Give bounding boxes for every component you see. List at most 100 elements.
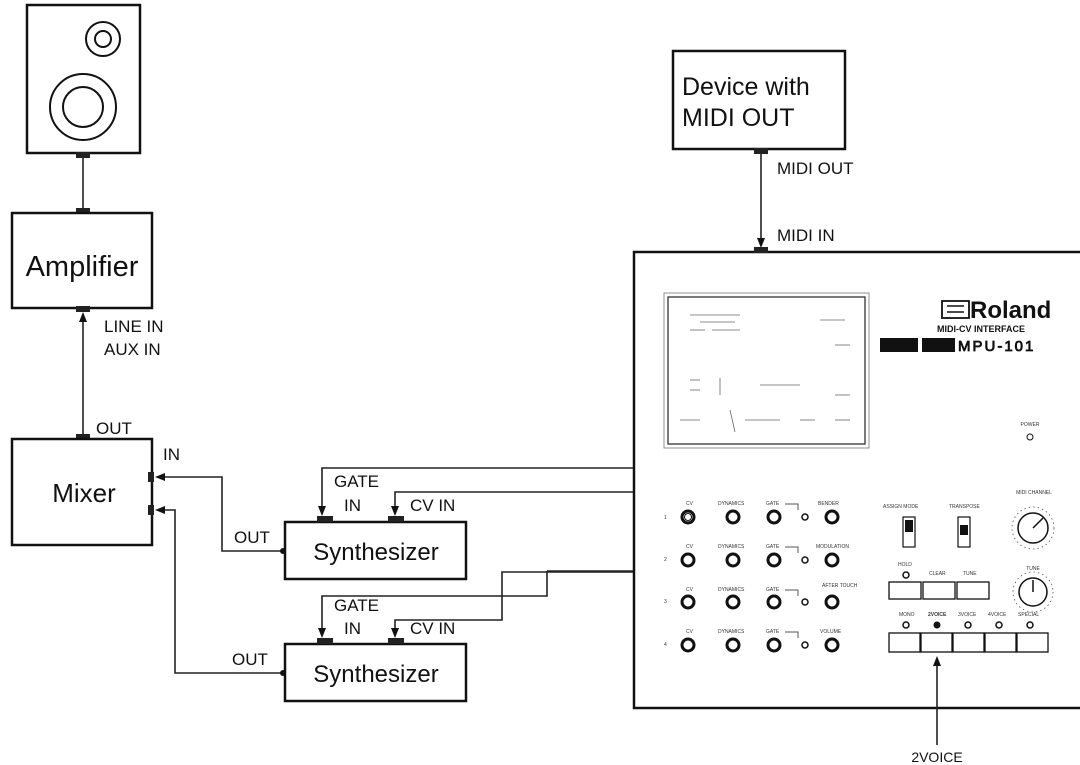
panel-midi-in-jack: [754, 247, 768, 253]
voice-mode-label: MONO: [899, 612, 915, 618]
synth2-out-jack: [280, 670, 286, 676]
synth2-label: Synthesizer: [313, 661, 438, 688]
gate-label: GATE: [766, 587, 780, 593]
after-touch-label: AFTER TOUCH: [822, 583, 858, 589]
gate-label: GATE: [766, 544, 780, 550]
mixer-label: Mixer: [52, 478, 116, 508]
midi-device: Device with MIDI OUT: [671, 49, 847, 154]
gate-jack-1[interactable]: [766, 509, 782, 525]
assign-mode-label: ASSIGN MODE: [883, 504, 919, 510]
after-touch-jack[interactable]: [824, 594, 840, 610]
mixer-in-label: IN: [163, 445, 180, 464]
woofer-inner-icon: [62, 86, 104, 128]
mixer-in1-arrow-icon: [155, 473, 165, 481]
line-in-arrow-icon: [79, 312, 87, 322]
3voice-led: [964, 621, 972, 629]
bender-jack[interactable]: [824, 509, 840, 525]
power-label: POWER: [1021, 422, 1040, 428]
model-bar-2: [922, 338, 955, 352]
midi-device-label-line2: MIDI OUT: [682, 104, 795, 132]
synth2-gate-in-label: IN: [344, 619, 361, 638]
volume-jack[interactable]: [824, 637, 840, 653]
synthesizer-2: Synthesizer OUT GATE IN CV IN: [232, 596, 468, 703]
synth2-cv-in-label: CV IN: [410, 619, 455, 638]
mono-led: [902, 621, 910, 629]
mixer-out-label: OUT: [96, 419, 132, 438]
modulation-jack[interactable]: [824, 552, 840, 568]
gate-led-3: [801, 598, 809, 606]
mono-button[interactable]: [888, 632, 921, 653]
synth2-cv-arrow-icon: [391, 628, 399, 638]
synth1-label: Synthesizer: [313, 539, 438, 566]
midi-device-box: [671, 49, 847, 151]
cv-jack-3[interactable]: [680, 594, 696, 610]
dynamics-jack-1[interactable]: [725, 509, 741, 525]
synth1-gate-arrow-icon: [318, 506, 326, 516]
gate-jack-4[interactable]: [766, 637, 782, 653]
tune-button[interactable]: [956, 581, 990, 600]
synth2-box: [283, 642, 468, 703]
tune-label: TUNE: [1026, 566, 1040, 572]
tweeter-outer-icon: [85, 21, 121, 57]
2voice-button[interactable]: [920, 632, 953, 653]
dynamics-label: DYNAMICS: [718, 501, 745, 507]
synth1-cv-arrow-icon: [391, 506, 399, 516]
hold-button[interactable]: [888, 581, 922, 600]
voice-mode-label: 4VOICE: [988, 612, 1007, 618]
4voice-button[interactable]: [984, 632, 1017, 653]
clear-button[interactable]: [922, 581, 956, 600]
row-number: 4: [664, 642, 667, 648]
synth1-audio-cable: [158, 476, 283, 552]
model-label: MPU-101: [958, 338, 1035, 355]
block-diagram-frame: [663, 292, 870, 449]
gate-jack-3[interactable]: [766, 594, 782, 610]
synth2-gate-cable: [321, 571, 548, 634]
cv-jack-1-plug: [684, 513, 692, 521]
gate-label: GATE: [766, 629, 780, 635]
synth1-cv-jack: [388, 516, 404, 522]
voice-callout-label: 2VOICE: [911, 749, 962, 765]
clear-label: CLEAR: [929, 571, 946, 577]
hold-led: [902, 571, 910, 579]
dynamics-jack-4[interactable]: [725, 637, 741, 653]
midi-arrow-icon: [757, 238, 765, 248]
aux-in-label: AUX IN: [104, 340, 161, 359]
brand-label: Roland: [970, 297, 1051, 324]
dynamics-jack-2[interactable]: [725, 552, 741, 568]
midi-out-label: MIDI OUT: [777, 159, 854, 178]
line-in-label: LINE IN: [104, 317, 164, 336]
cv-jack-2[interactable]: [680, 552, 696, 568]
gate-led-4: [801, 641, 809, 649]
panel-subtitle: MIDI-CV INTERFACE: [937, 324, 1025, 334]
synth2-out-label: OUT: [232, 650, 268, 669]
synth2-gate-arrow-icon: [318, 628, 326, 638]
voice-callout-arrow-icon: [933, 656, 941, 666]
amplifier: Amplifier: [10, 208, 154, 312]
cv-jack-1[interactable]: [680, 509, 696, 525]
power-led: [1026, 433, 1034, 441]
amp-speaker-jack: [76, 208, 90, 214]
gate-jack-2[interactable]: [766, 552, 782, 568]
tweeter-inner-icon: [94, 30, 112, 48]
mixer-in2-jack: [148, 505, 154, 515]
roland-logo-icon: [941, 300, 970, 319]
dynamics-jack-3[interactable]: [725, 594, 741, 610]
mixer-in2-arrow-icon: [155, 506, 165, 514]
synth1-gate-label: GATE: [334, 472, 379, 491]
special-led: [1026, 621, 1034, 629]
midi-out-jack: [754, 148, 768, 154]
special-button[interactable]: [1016, 632, 1049, 653]
mixer-in1-jack: [148, 472, 154, 482]
cv-jack-4[interactable]: [680, 637, 696, 653]
synth1-gate-cable: [321, 467, 634, 512]
amp-line-in-jack: [76, 306, 90, 312]
synth1-gate-jack: [317, 516, 333, 522]
3voice-button[interactable]: [952, 632, 985, 653]
midi-device-label-line1: Device with: [682, 73, 810, 101]
tune-button-label: TUNE: [963, 571, 977, 577]
dynamics-label: DYNAMICS: [718, 629, 745, 635]
block-diagram-sketch: [680, 314, 850, 433]
cv-label: CV: [686, 501, 694, 507]
mixer-out-jack: [76, 434, 90, 440]
